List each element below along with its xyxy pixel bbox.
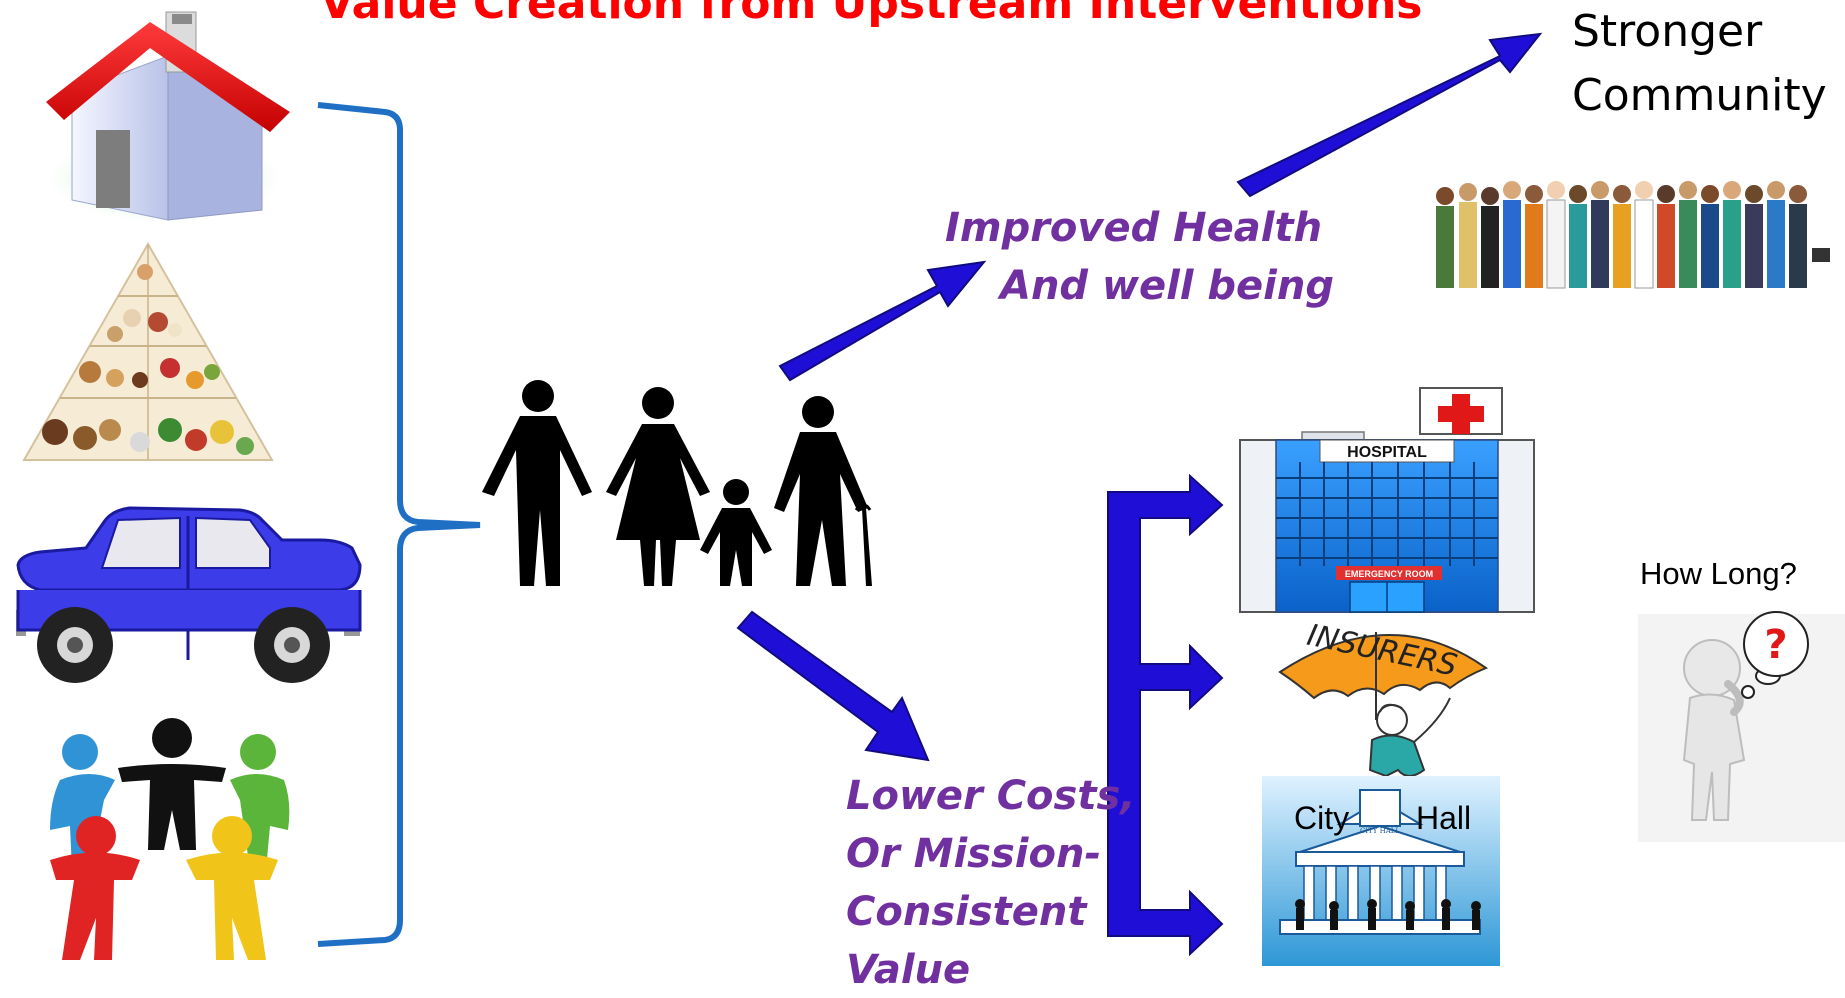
arrows [736,32,1543,957]
insurers-icon: INSURERS [1278,618,1489,801]
how-long-label: How Long? [1640,556,1797,591]
stronger-community-label: Stronger Community [1572,0,1827,128]
arrow-to-health [778,260,987,382]
child-figure [700,479,772,586]
city-hall-sign: CITY HALL [1360,827,1400,835]
hospital-icon: HOSPITAL EMERGENCY ROOM [1239,387,1535,613]
car-icon [16,506,362,683]
input-brace [317,102,481,947]
thinking-person-icon: ? [1638,611,1845,842]
hall-label: Hall [1416,800,1472,836]
page-title: Value Creation from Upstream Interventio… [320,0,1423,29]
woman-figure [606,387,710,586]
lower-costs-line2: Or Mission- [846,831,1102,877]
stronger-line1: Stronger [1572,6,1763,57]
improved-health-line2: And well being [1000,263,1335,309]
bracket-arrows [1107,473,1224,957]
lower-costs-line4: Value [846,947,971,993]
lower-costs-line1: Lower Costs, [846,773,1136,819]
arrow-to-lower-costs [736,610,930,762]
food-pyramid-icon [22,241,274,461]
community-crowd-icon [1436,181,1830,289]
arrow-to-community [1236,32,1543,198]
stronger-line2: Community [1572,70,1827,121]
elder-figure [774,396,872,586]
emergency-room-sign: EMERGENCY ROOM [1345,569,1433,579]
question-mark: ? [1764,622,1787,668]
city-label: City [1294,800,1350,836]
house-icon [40,11,290,226]
hospital-sign: HOSPITAL [1347,444,1427,461]
lower-costs-line3: Consistent [846,889,1087,935]
man-figure [482,380,592,586]
city-hall-icon: CITY HALL [1262,776,1500,966]
improved-health-line1: Improved Health [945,205,1323,251]
family-icon [482,380,872,586]
community-circle-icon [50,718,290,960]
